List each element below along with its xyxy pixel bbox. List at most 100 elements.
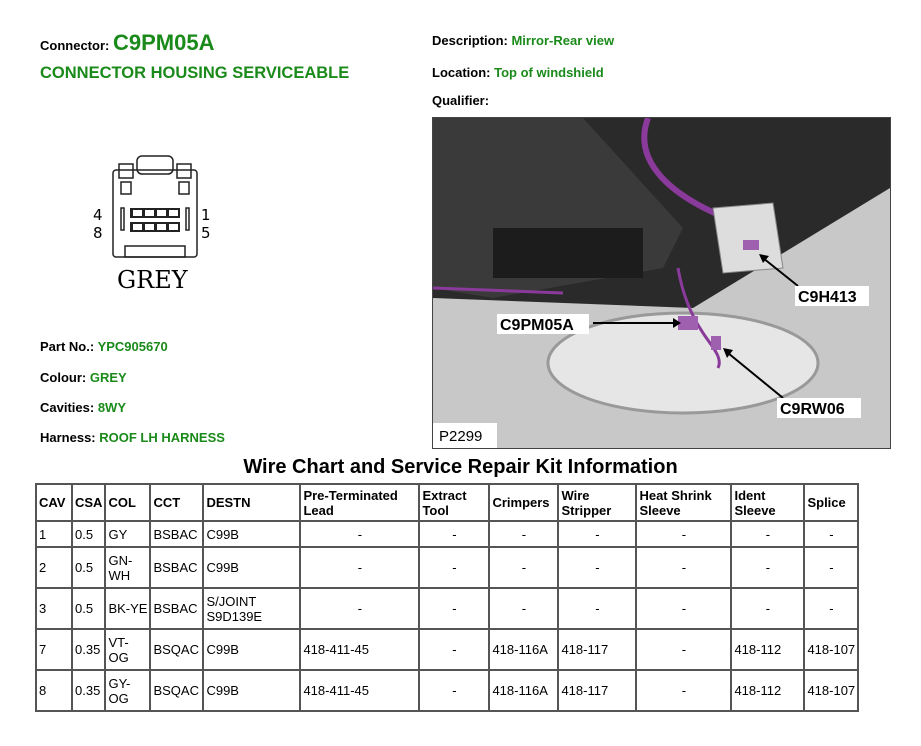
table-cell: BSBAC xyxy=(149,520,205,548)
callout-c9h413: C9H413 xyxy=(798,289,857,306)
column-header: DESTN xyxy=(202,483,302,522)
table-cell: 418-116A xyxy=(488,628,560,671)
column-header: Wire Stripper xyxy=(557,483,638,522)
table-cell: GN-WH xyxy=(104,546,152,589)
table-cell: - xyxy=(299,520,421,548)
column-header: Crimpers xyxy=(488,483,560,522)
cavities: Cavities: 8WY xyxy=(40,400,126,415)
table-cell: 3 xyxy=(35,587,73,630)
table-cell: - xyxy=(418,669,491,712)
pin-label-8: 8 xyxy=(93,224,103,242)
table-cell: - xyxy=(803,587,860,630)
table-cell: - xyxy=(803,546,860,589)
table-cell: BSBAC xyxy=(149,546,205,589)
location: Location: Top of windshield xyxy=(432,65,604,80)
column-header: Heat Shrink Sleeve xyxy=(635,483,733,522)
column-header: CSA xyxy=(70,483,107,522)
table-cell: 418-107 xyxy=(803,628,860,671)
table-cell: 418-117 xyxy=(557,669,638,712)
column-header: Extract Tool xyxy=(418,483,491,522)
pin-label-4: 4 xyxy=(93,206,103,224)
table-cell: - xyxy=(418,546,491,589)
table-cell: BK-YE xyxy=(104,587,152,630)
part-number: Part No.: YPC905670 xyxy=(40,339,168,354)
connector-face-diagram: 4 8 1 5 GREY xyxy=(93,155,211,294)
pin-label-5: 5 xyxy=(201,224,211,242)
connector-label: Connector: xyxy=(40,38,110,53)
table-cell: - xyxy=(299,546,421,589)
table-cell: C99B xyxy=(202,628,302,671)
table-cell: 418-116A xyxy=(488,669,560,712)
column-header: Ident Sleeve xyxy=(730,483,806,522)
table-title: Wire Chart and Service Repair Kit Inform… xyxy=(243,456,678,478)
column-header: COL xyxy=(104,483,152,522)
table-cell: - xyxy=(730,520,806,548)
table-cell: 418-107 xyxy=(803,669,860,712)
table-cell: 8 xyxy=(35,669,73,712)
table-cell: - xyxy=(299,587,421,630)
column-header: Pre-Terminated Lead xyxy=(299,483,421,522)
table-cell: - xyxy=(557,546,638,589)
table-cell: BSQAC xyxy=(149,669,205,712)
table-cell: 418-411-45 xyxy=(299,628,421,671)
table-cell: - xyxy=(418,628,491,671)
table-cell: 0.5 xyxy=(70,520,107,548)
table-cell: 418-112 xyxy=(730,669,806,712)
table-cell: VT-OG xyxy=(104,628,152,671)
table-cell: 0.35 xyxy=(70,628,107,671)
table-cell: 7 xyxy=(35,628,73,671)
table-cell: - xyxy=(488,520,560,548)
table-cell: - xyxy=(488,546,560,589)
table-cell: - xyxy=(635,546,733,589)
colour-caption: GREY xyxy=(117,266,189,294)
table-cell: - xyxy=(730,546,806,589)
callout-c9pm05a: C9PM05A xyxy=(500,317,574,334)
table-cell: - xyxy=(557,520,638,548)
photo-ref: P2299 xyxy=(439,428,482,445)
harness: Harness: ROOF LH HARNESS xyxy=(40,430,225,445)
table-cell: - xyxy=(488,587,560,630)
table-cell: - xyxy=(635,669,733,712)
colour: Colour: GREY xyxy=(40,370,127,385)
table-cell: C99B xyxy=(202,546,302,589)
column-header: Splice xyxy=(803,483,860,522)
table-cell: - xyxy=(418,587,491,630)
table-cell: - xyxy=(557,587,638,630)
table-cell: - xyxy=(635,587,733,630)
pin-label-1: 1 xyxy=(201,206,211,224)
table-cell: 2 xyxy=(35,546,73,589)
qualifier: Qualifier: xyxy=(432,93,490,108)
connector-id: C9PM05A xyxy=(112,30,215,55)
table-cell: C99B xyxy=(202,669,302,712)
table-cell: 418-411-45 xyxy=(299,669,421,712)
table-cell: BSBAC xyxy=(149,587,205,630)
table-cell: - xyxy=(730,587,806,630)
table-cell: 0.5 xyxy=(70,587,107,630)
table-cell: 0.5 xyxy=(70,546,107,589)
table-cell: - xyxy=(635,520,733,548)
callout-c9rw06: C9RW06 xyxy=(780,401,845,418)
location-photo: C9H413 C9PM05A C9RW06 P2299 xyxy=(432,117,891,449)
connector-heading: Connector: C9PM05A xyxy=(40,30,214,56)
column-header: CAV xyxy=(35,483,73,522)
table-cell: GY-OG xyxy=(104,669,152,712)
description: Description: Mirror-Rear view xyxy=(432,33,615,48)
table-cell: BSQAC xyxy=(149,628,205,671)
table-cell: 418-112 xyxy=(730,628,806,671)
table-cell: - xyxy=(635,628,733,671)
table-cell: S/JOINT S9D139E xyxy=(202,587,302,630)
table-cell: 418-117 xyxy=(557,628,638,671)
table-cell: GY xyxy=(104,520,152,548)
column-header: CCT xyxy=(149,483,205,522)
connector-subtitle: CONNECTOR HOUSING SERVICEABLE xyxy=(40,64,350,82)
table-cell: - xyxy=(803,520,860,548)
table-cell: 1 xyxy=(35,520,73,548)
table-cell: - xyxy=(418,520,491,548)
